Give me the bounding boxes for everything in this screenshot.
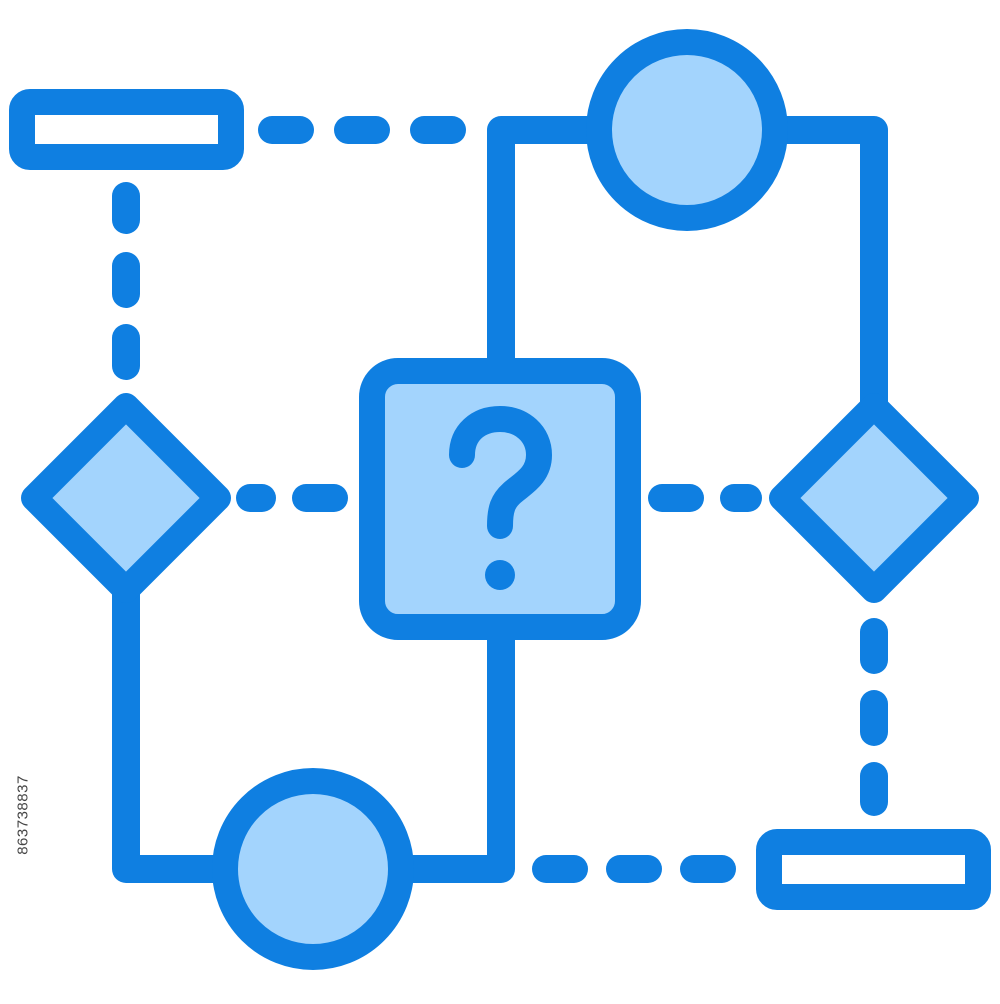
stock-id-label: 863738837: [8, 760, 38, 870]
connector-left-diamond-to-bottom-circle: [112, 578, 236, 883]
top-left-terminal-bar: [9, 89, 244, 170]
right-diamond-node: [769, 393, 979, 603]
question-mark-hook: [449, 406, 552, 539]
connector-center-to-top-circle: [487, 116, 611, 372]
bottom-circle-node: [212, 768, 414, 970]
bottom-right-terminal-bar: [756, 829, 991, 910]
connector-top-circle-to-right-diamond: [764, 116, 888, 422]
dashed-connectors: [112, 116, 888, 883]
question-mark-icon: [449, 406, 552, 590]
connector-bottom-circle-to-center: [390, 626, 515, 883]
left-diamond-node: [21, 393, 231, 603]
top-circle-node: [586, 29, 788, 231]
question-mark-dot: [485, 560, 515, 590]
stock-id-text: 863738837: [14, 775, 32, 855]
solid-connectors: [112, 116, 888, 883]
